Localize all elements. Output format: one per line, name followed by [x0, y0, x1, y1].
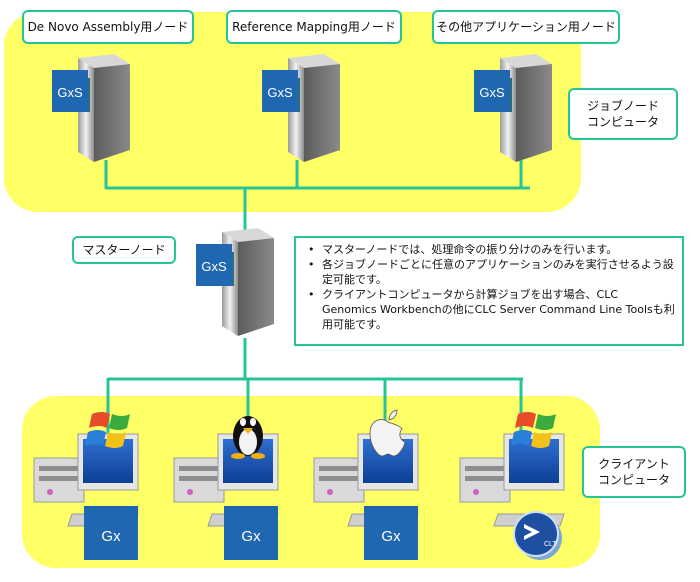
job-node-label-reference-mapping: Reference Mapping用ノード: [226, 10, 402, 44]
note-item: マスターノードでは、処理命令の振り分けのみを行います。: [304, 242, 676, 257]
job-server-other-apps: GxS: [474, 54, 552, 162]
svg-text:Gx: Gx: [241, 528, 261, 545]
svg-text:GxS: GxS: [57, 85, 83, 100]
svg-text:CLT: CLT: [544, 541, 557, 548]
linux-tux-icon: [231, 416, 265, 459]
client-computer-windows-clt: CLT: [459, 412, 565, 560]
apple-logo-icon: [369, 409, 406, 457]
job-server-de-novo: GxS: [52, 54, 130, 162]
windows-logo-icon: [85, 412, 130, 448]
command-line-tools-icon: CLT: [513, 511, 562, 560]
svg-text:GxS: GxS: [479, 85, 505, 100]
svg-text:GxS: GxS: [267, 85, 293, 100]
job-node-label-de-novo: De Novo Assembly用ノード: [22, 10, 194, 44]
note-item: クライアントコンピュータから計算ジョブを出す場合、CLC Genomics Wo…: [304, 287, 676, 332]
windows-logo-icon: [511, 412, 556, 448]
client-group-label: クライアント コンピュータ: [582, 446, 686, 498]
client-computer-mac: Gx: [313, 409, 419, 560]
note-item: 各ジョブノードごとに任意のアプリケーションのみを実行させるよう設定可能です。: [304, 257, 676, 287]
svg-text:Gx: Gx: [381, 528, 401, 545]
master-node-label: マスターノード: [72, 236, 176, 264]
client-computer-linux: Gx: [173, 416, 279, 560]
client-computer-windows: Gx: [33, 412, 139, 560]
master-server: GxS: [196, 228, 274, 336]
job-node-label-other-apps: その他アプリケーション用ノード: [432, 10, 620, 44]
notes-box: マスターノードでは、処理命令の振り分けのみを行います。 各ジョブノードごとに任意…: [294, 236, 684, 346]
job-server-reference-mapping: GxS: [262, 54, 340, 162]
svg-text:GxS: GxS: [201, 259, 227, 274]
job-node-group-label: ジョブノード コンピュータ: [568, 88, 678, 140]
svg-text:Gx: Gx: [101, 528, 121, 545]
